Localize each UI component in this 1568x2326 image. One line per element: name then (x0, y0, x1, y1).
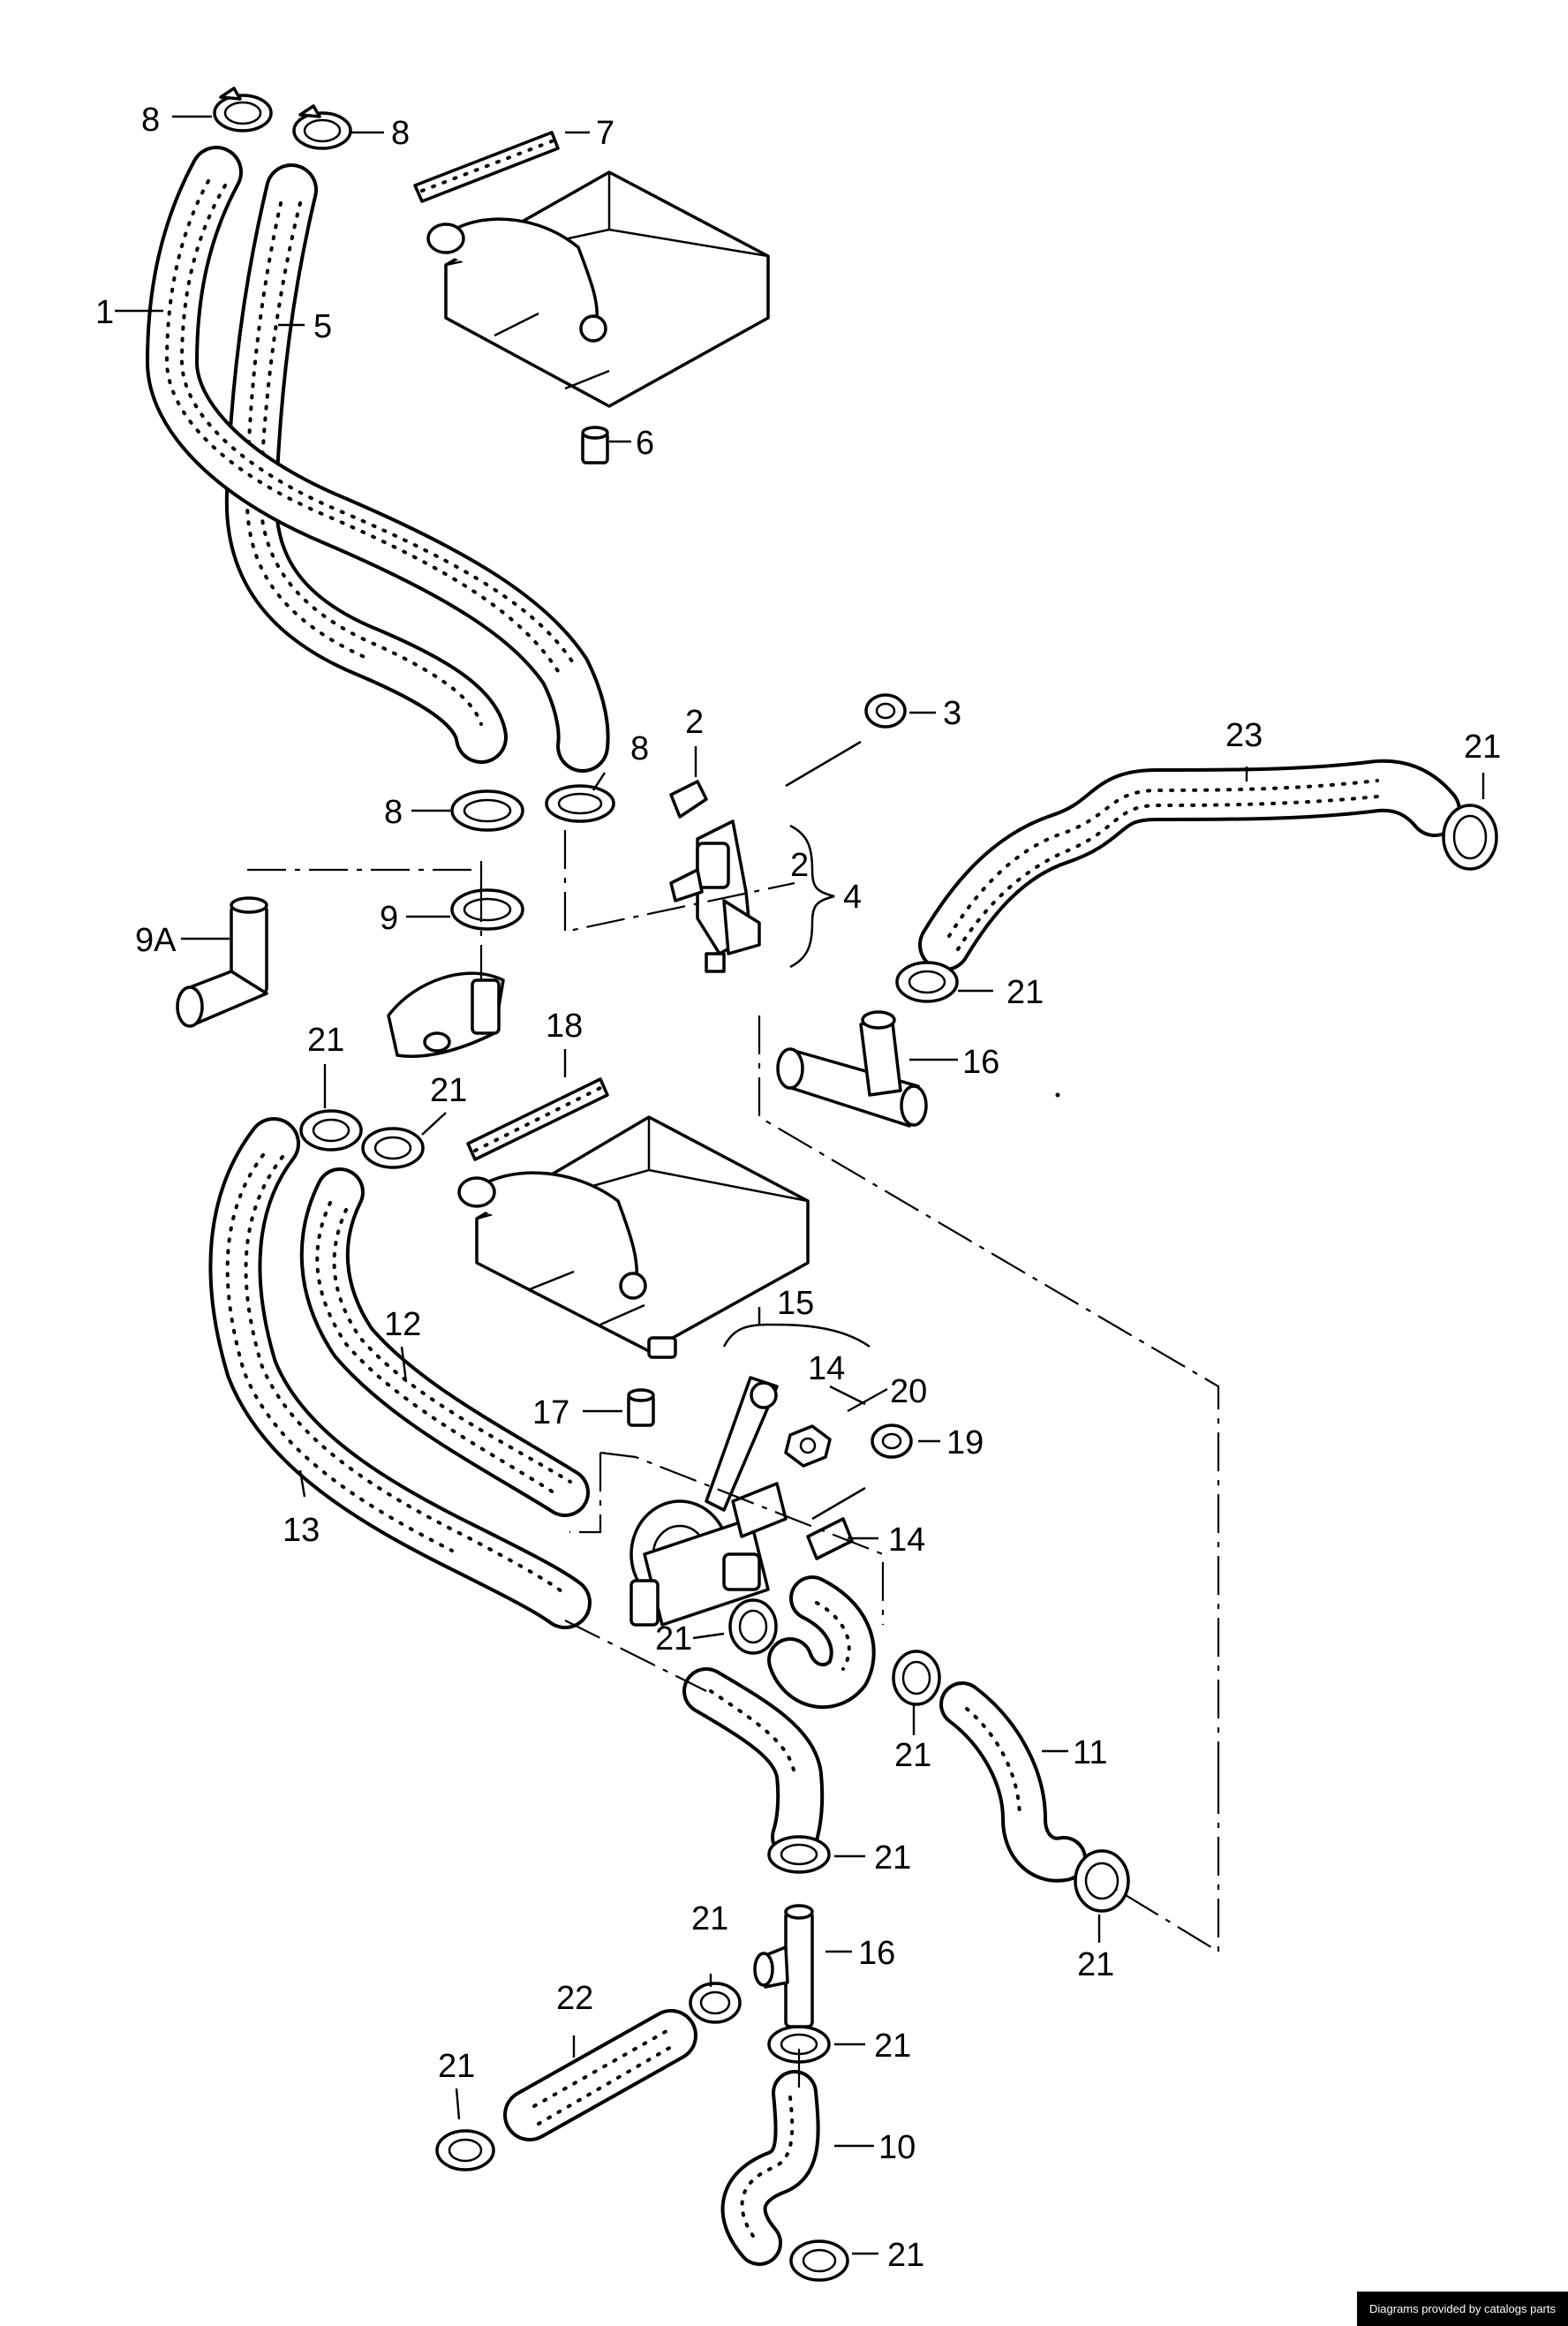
credit-badge[interactable]: Diagrams provided by catalogs parts (1357, 2292, 1568, 2326)
clamp-21i (689, 1982, 742, 2024)
brace-15-14 (722, 1307, 871, 1348)
hose-lower (682, 1667, 825, 1861)
callout-13: 13 (283, 1512, 320, 1549)
clamp-21g (767, 1835, 831, 1874)
leader-lines (115, 115, 1485, 2255)
lever-15 (705, 1376, 779, 1512)
tee-16b (753, 1904, 814, 2028)
plug-6 (581, 426, 609, 464)
callout-22: 22 (556, 1980, 593, 2017)
callout-17: 17 (532, 1394, 569, 1431)
clamp-21k (435, 2129, 495, 2171)
callout-8: 8 (384, 794, 403, 831)
upper-bracket (426, 170, 770, 408)
callout-16: 16 (962, 1044, 999, 1081)
clamp-21f (892, 1650, 941, 1706)
brace-2-4 (789, 824, 835, 969)
callout-6: 6 (636, 425, 654, 462)
hose-12 (299, 1167, 590, 1517)
reference-lines (247, 830, 1220, 2088)
callout-21: 21 (894, 1737, 931, 1774)
elbow-fitting (387, 971, 505, 1059)
callout-21: 21 (1006, 974, 1044, 1011)
hose-11 (939, 1681, 1087, 1883)
cap-19 (871, 1424, 913, 1459)
callout-11: 11 (1073, 1734, 1107, 1771)
callout-21: 21 (874, 1839, 911, 1877)
valve-2-4 (669, 819, 761, 973)
callout-14: 14 (808, 1350, 845, 1387)
callout-2: 2 (685, 704, 704, 741)
callout-3: 3 (943, 695, 961, 732)
clamp-8c (450, 789, 524, 832)
clamps (213, 87, 1498, 2282)
hoses (146, 146, 1461, 2266)
callout-21: 21 (430, 1072, 467, 1109)
clamp-21e (728, 1598, 778, 1655)
callout-21: 21 (1464, 729, 1501, 766)
cap-3 (785, 693, 907, 788)
callout-9A: 9A (135, 922, 177, 959)
callout-15: 15 (777, 1285, 814, 1322)
stray-dot (1055, 1092, 1060, 1098)
nut-20 (784, 1424, 832, 1468)
callout-12: 12 (384, 1306, 421, 1343)
clamp-21a (1442, 804, 1498, 871)
hose-5 (224, 163, 508, 764)
clip-2 (669, 780, 708, 819)
clamp-21l (789, 2239, 849, 2282)
clamp-8a (213, 87, 273, 132)
clamp-21c (299, 1109, 363, 1152)
callout-5: 5 (313, 308, 332, 345)
hose-13 (208, 1117, 592, 1629)
elbow-9A (176, 896, 268, 1028)
callout-21: 21 (887, 2237, 924, 2274)
connector-clip (731, 1482, 788, 1538)
callout-2: 2 (790, 847, 809, 884)
hose-1 (146, 146, 610, 773)
callout-21: 21 (874, 2028, 911, 2065)
callout-21: 21 (438, 2048, 475, 2085)
tee-16a (776, 1010, 928, 1128)
callout-4: 4 (843, 879, 862, 916)
hose-23 (918, 759, 1461, 971)
clip-14 (806, 1517, 854, 1560)
callout-7: 7 (596, 115, 614, 152)
strip-18 (466, 1077, 609, 1161)
callout-10: 10 (878, 2129, 916, 2166)
pin-19 (811, 1486, 866, 1521)
callout-21: 21 (655, 1620, 692, 1658)
hose-22 (503, 2009, 697, 2141)
callout-8: 8 (391, 115, 410, 152)
hose-10 (720, 2070, 820, 2266)
callout-14: 14 (888, 1522, 925, 1559)
callout-9: 9 (380, 900, 398, 937)
clamp-8b (292, 104, 352, 150)
clamp-8d (545, 784, 615, 823)
callout-20: 20 (890, 1373, 927, 1410)
callout-8: 8 (141, 102, 160, 139)
callout-18: 18 (546, 1008, 583, 1045)
callout-21: 21 (1077, 1946, 1114, 1983)
clamp-21d (361, 1127, 425, 1169)
callout-8: 8 (630, 730, 649, 767)
callout-21: 21 (691, 1900, 728, 1937)
callout-23: 23 (1225, 717, 1263, 754)
callout-1: 1 (95, 294, 114, 331)
strip-7 (413, 131, 560, 203)
clamp-21b (895, 961, 959, 1003)
callout-labels: 8 8 7 1 5 6 2 3 8 8 2 4 23 21 9A 9 21 16… (95, 102, 1501, 2274)
callout-21: 21 (307, 1022, 344, 1059)
bolt-screw (647, 1336, 677, 1359)
callout-16: 16 (858, 1935, 895, 1972)
clamp-9 (450, 888, 524, 931)
clamp-21h (1074, 1849, 1130, 1913)
callout-19: 19 (946, 1424, 984, 1461)
hose-pump-loop (767, 1575, 876, 1710)
plug-17 (627, 1388, 655, 1427)
lower-bracket (457, 1115, 810, 1353)
pump (629, 1499, 770, 1627)
